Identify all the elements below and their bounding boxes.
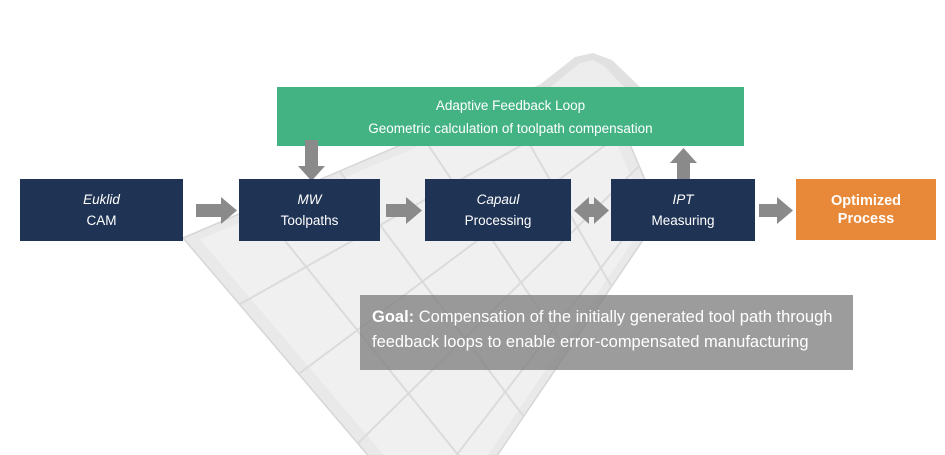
node-title: Optimized [830, 192, 902, 209]
goal-statement-box: Goal: Compensation of the initially gene… [360, 295, 853, 370]
node-capaul-processing: Capaul Processing [425, 179, 571, 241]
goal-label: Goal: [372, 308, 415, 326]
node-subtitle: Toolpaths [280, 213, 339, 228]
feedback-box-subtitle: Geometric calculation of toolpath compen… [368, 120, 653, 136]
node-mw-toolpaths: MW Toolpaths [239, 179, 380, 241]
goal-text: Compensation of the initially generated … [372, 308, 833, 351]
node-title: Capaul [476, 192, 520, 207]
feedback-box-title: Adaptive Feedback Loop [435, 97, 586, 113]
node-title: IPT [672, 192, 694, 207]
node-subtitle: Measuring [651, 213, 715, 228]
node-subtitle: CAM [86, 213, 117, 228]
node-optimized-process: Optimized Process [796, 179, 936, 240]
node-title: Euklid [83, 192, 120, 207]
node-subtitle: Process [837, 210, 895, 227]
node-ipt-measuring: IPT Measuring [611, 179, 755, 241]
adaptive-feedback-loop-box: Adaptive Feedback Loop Geometric calcula… [277, 87, 744, 146]
node-subtitle: Processing [464, 213, 532, 228]
node-euklid-cam: Euklid CAM [20, 179, 183, 241]
node-title: MW [297, 192, 322, 207]
